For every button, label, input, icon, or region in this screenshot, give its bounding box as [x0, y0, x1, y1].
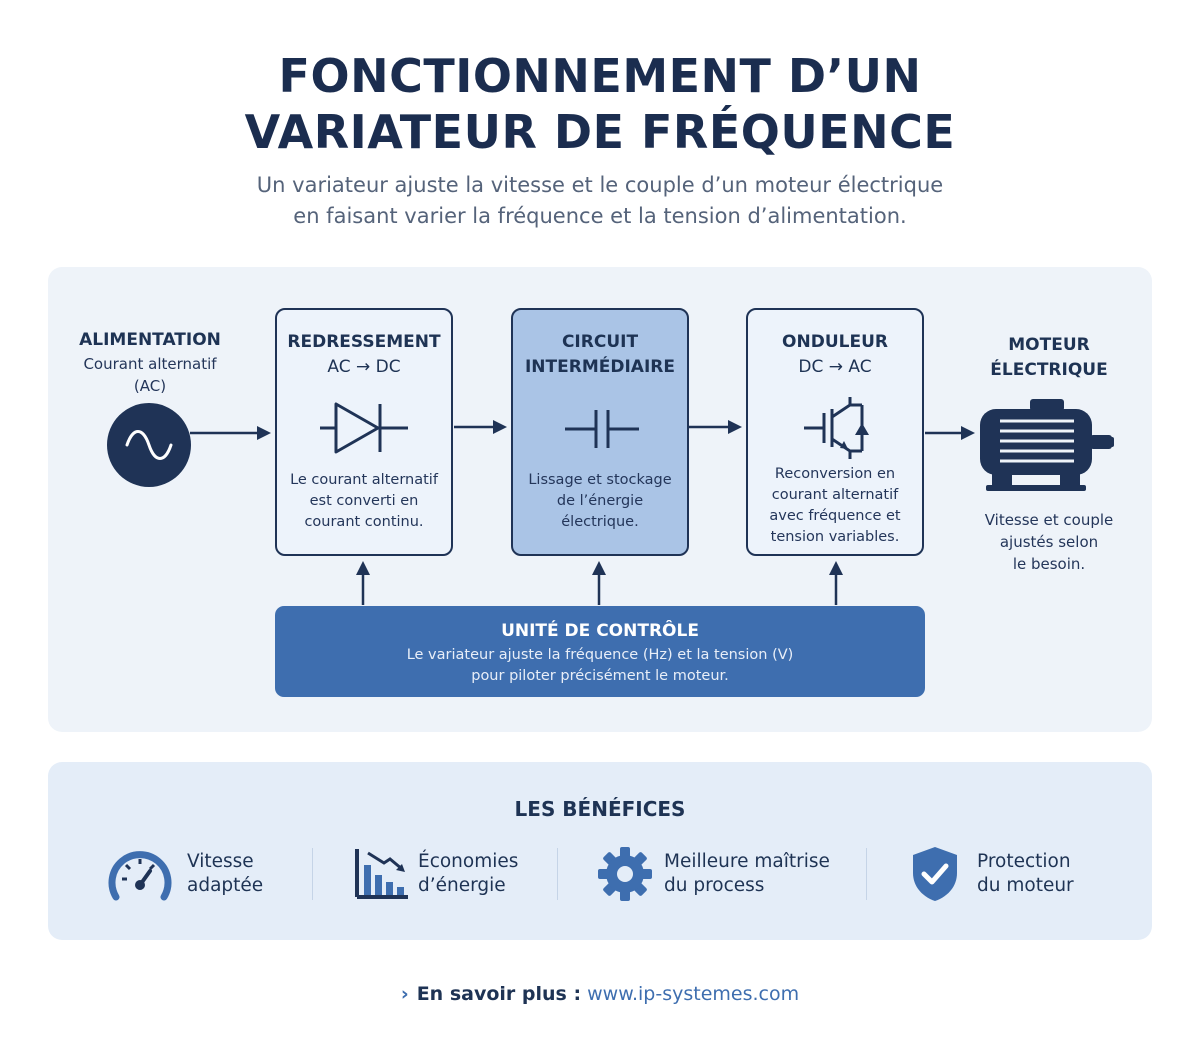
benefit-economies: Économies d’énergie — [354, 845, 554, 905]
footer-link[interactable]: www.ip-systemes.com — [587, 983, 800, 1005]
benefit-economies-label: Économies d’énergie — [418, 850, 518, 898]
alimentation-title: ALIMENTATION — [79, 330, 221, 350]
title-line-1: FONCTIONNEMENT D’UN — [278, 49, 922, 103]
redressement-sub: AC → DC — [327, 357, 401, 377]
benefit-maitrise: Meilleure maîtrise du process — [598, 845, 848, 905]
benefit-maitrise-line-1: Meilleure maîtrise — [664, 851, 830, 872]
onduleur-sub: DC → AC — [798, 357, 872, 377]
title-line-2: VARIATEUR DE FRÉQUENCE — [244, 105, 956, 159]
circuit-title-2: INTERMÉDIAIRE — [524, 357, 675, 377]
moteur-desc: Vitesse et couple ajustés selon le besoi… — [960, 509, 1138, 575]
redressement-desc-3: courant continu. — [304, 514, 424, 530]
redressement-desc-1: Le courant alternatif — [290, 472, 438, 488]
benefices-panel — [48, 762, 1152, 940]
igbt-transistor-icon — [804, 397, 869, 459]
alimentation-line-1: Courant alternatif — [83, 355, 217, 373]
speedometer-icon — [108, 851, 172, 901]
redressement-desc-2: est converti en — [309, 493, 419, 509]
benefit-divider — [866, 848, 867, 900]
diode-icon — [320, 402, 408, 454]
ac-sine-icon — [107, 403, 191, 487]
subtitle: Un variateur ajuste la vitesse et le cou… — [0, 170, 1200, 232]
onduleur-desc-4: tension variables. — [770, 529, 900, 545]
moteur-desc-2: ajustés selon — [999, 533, 1099, 551]
moteur-title-1: MOTEUR — [1008, 335, 1090, 355]
electric-motor-icon — [980, 399, 1114, 491]
benefit-protection-label: Protection du moteur — [977, 850, 1074, 898]
benefit-vitesse: Vitesse adaptée — [108, 845, 308, 905]
benefit-vitesse-line-2: adaptée — [187, 875, 264, 896]
redressement-heading: REDRESSEMENT AC → DC — [277, 330, 451, 380]
onduleur-box: ONDULEUR DC → AC Reconversion en courant… — [746, 308, 924, 556]
circuit-desc-3: électrique. — [561, 514, 639, 530]
moteur-desc-3: le besoin. — [1012, 555, 1086, 573]
controle-title: UNITÉ DE CONTRÔLE — [501, 621, 699, 641]
moteur-desc-1: Vitesse et couple — [984, 511, 1114, 529]
circuit-intermediaire-box: CIRCUIT INTERMÉDIAIRE Lissage et stockag… — [511, 308, 689, 556]
circuit-desc: Lissage et stockage de l’énergie électri… — [513, 470, 687, 533]
circuit-desc-2: de l’énergie — [556, 493, 644, 509]
chevron-right-icon: › — [400, 983, 409, 1005]
moteur-title-2: ÉLECTRIQUE — [990, 360, 1108, 380]
benefit-vitesse-label: Vitesse adaptée — [187, 850, 263, 898]
shield-check-icon — [913, 847, 957, 901]
onduleur-desc-1: Reconversion en — [774, 466, 896, 482]
benefices-title: LES BÉNÉFICES — [514, 797, 686, 821]
controle-desc: Le variateur ajuste la fréquence (Hz) et… — [275, 645, 925, 687]
redressement-box: REDRESSEMENT AC → DC Le courant alternat… — [275, 308, 453, 556]
benefit-protection-line-2: du moteur — [977, 875, 1074, 896]
circuit-heading: CIRCUIT INTERMÉDIAIRE — [513, 330, 687, 380]
bar-chart-down-icon — [355, 849, 408, 899]
onduleur-title: ONDULEUR — [782, 332, 888, 352]
benefit-economies-line-1: Économies — [418, 851, 519, 872]
benefit-vitesse-line-1: Vitesse — [187, 851, 254, 872]
redressement-title: REDRESSEMENT — [287, 332, 441, 352]
redressement-desc: Le courant alternatif est converti en co… — [277, 470, 451, 533]
capacitor-icon — [565, 410, 639, 448]
benefit-protection: Protection du moteur — [910, 845, 1110, 905]
benefit-maitrise-label: Meilleure maîtrise du process — [664, 850, 830, 898]
gear-icon — [598, 847, 652, 901]
onduleur-heading: ONDULEUR DC → AC — [748, 330, 922, 380]
benefit-divider — [557, 848, 558, 900]
footer: › En savoir plus : www.ip-systemes.com — [0, 981, 1200, 1007]
onduleur-desc-2: courant alternatif — [771, 487, 899, 503]
subtitle-line-2: en faisant varier la fréquence et la ten… — [293, 204, 907, 228]
controle-line-2: pour piloter précisément le moteur. — [471, 668, 729, 684]
benefit-economies-line-2: d’énergie — [418, 875, 506, 896]
alimentation-line-2: (AC) — [133, 377, 167, 395]
benefit-protection-line-1: Protection — [977, 851, 1071, 872]
circuit-title-1: CIRCUIT — [561, 332, 639, 352]
benefit-maitrise-line-2: du process — [664, 875, 765, 896]
benefit-divider — [312, 848, 313, 900]
alimentation-text: Courant alternatif (AC) — [60, 353, 240, 397]
subtitle-line-1: Un variateur ajuste la vitesse et le cou… — [256, 173, 944, 197]
onduleur-desc: Reconversion en courant alternatif avec … — [748, 464, 922, 548]
moteur-title: MOTEUR ÉLECTRIQUE — [960, 333, 1138, 383]
circuit-desc-1: Lissage et stockage — [528, 472, 672, 488]
onduleur-desc-3: avec fréquence et — [769, 508, 901, 524]
footer-label: En savoir plus : — [416, 983, 582, 1005]
page-title: FONCTIONNEMENT D’UN VARIATEUR DE FRÉQUEN… — [0, 48, 1200, 160]
controle-line-1: Le variateur ajuste la fréquence (Hz) et… — [406, 647, 794, 663]
unite-de-controle: UNITÉ DE CONTRÔLE Le variateur ajuste la… — [275, 606, 925, 697]
